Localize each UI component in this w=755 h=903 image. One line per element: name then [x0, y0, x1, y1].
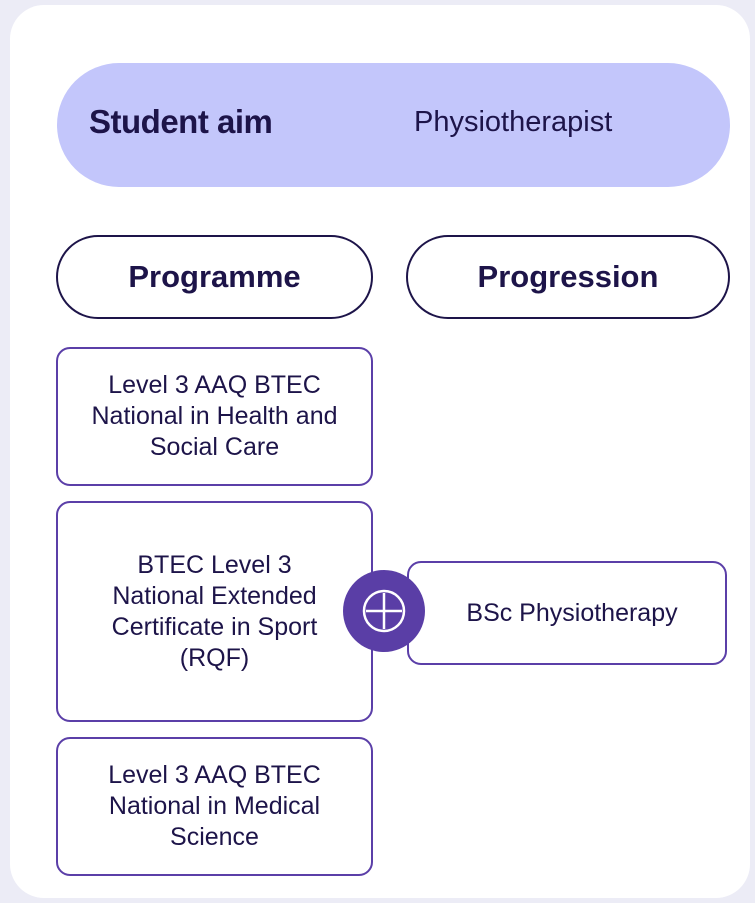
- student-aim-value: Physiotherapist: [414, 106, 613, 138]
- progression-column-header: Progression: [406, 235, 730, 319]
- student-aim-label: Student aim: [89, 103, 273, 140]
- plus-icon: [362, 589, 406, 633]
- programme-item[interactable]: BTEC Level 3 National Extended Certifica…: [56, 501, 373, 722]
- student-aim-banner: [57, 63, 730, 187]
- programme-item[interactable]: Level 3 AAQ BTEC National in Medical Sci…: [56, 737, 373, 876]
- plus-circle-icon: [343, 570, 425, 652]
- progression-item[interactable]: BSc Physiotherapy: [407, 561, 727, 665]
- programme-item[interactable]: Level 3 AAQ BTEC National in Health and …: [56, 347, 373, 486]
- programme-column-header: Programme: [56, 235, 373, 319]
